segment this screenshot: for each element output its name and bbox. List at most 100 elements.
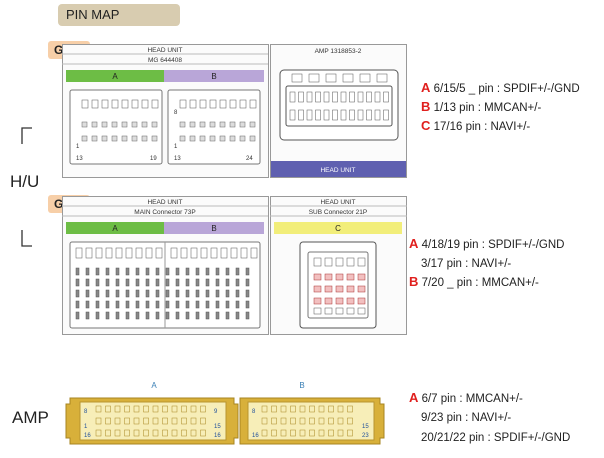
gen5-sub-pin bbox=[335, 297, 344, 305]
gen4-amp-footer: HEAD UNIT bbox=[320, 167, 355, 174]
amp-pin bbox=[105, 405, 111, 413]
gen5-pin bbox=[185, 278, 190, 287]
gen5-pin bbox=[125, 267, 130, 276]
gen4-amp-pin bbox=[340, 91, 347, 103]
gen5-pin bbox=[225, 311, 230, 320]
gen5-pin-a: A 4/18/19 pin : SPDIF+/-/GND bbox=[409, 236, 565, 251]
gen5-sub-pin bbox=[313, 273, 322, 281]
amp-pin bbox=[133, 429, 140, 437]
gen5-latch bbox=[95, 247, 103, 259]
gen5-sub-latch bbox=[313, 257, 322, 267]
gen5-pin bbox=[215, 267, 220, 276]
gen4-a-bottom-right-num: 19 bbox=[150, 156, 157, 162]
gen4-connector-diagram: HEAD UNIT MG 644408 A B 1 13 19 8 1 13 2… bbox=[62, 44, 407, 178]
gen4-a-top-num: 1 bbox=[76, 144, 80, 150]
gen4-b-bottom-right-num: 24 bbox=[246, 156, 253, 162]
amp-pin bbox=[347, 417, 353, 425]
gen5-latch bbox=[155, 247, 163, 259]
hu-label: H/U bbox=[10, 172, 40, 191]
gen5-pin bbox=[115, 311, 120, 320]
gen4-latch bbox=[249, 99, 257, 109]
amp-pin bbox=[162, 429, 168, 437]
gen4-latch bbox=[229, 99, 237, 109]
gen5-pin bbox=[225, 289, 230, 298]
gen5-pin bbox=[155, 311, 160, 320]
gen4-pin bbox=[209, 121, 216, 128]
gen4-pin bbox=[91, 121, 98, 128]
amp-pin bbox=[328, 417, 334, 425]
gen5-pin bbox=[115, 300, 120, 309]
gen4-pin bbox=[81, 121, 88, 128]
gen4-pin bbox=[209, 135, 216, 142]
gen4-pin bbox=[249, 121, 256, 128]
gen5-sub-latch bbox=[335, 307, 344, 315]
gen5-pin bbox=[105, 300, 110, 309]
amp-pin bbox=[133, 405, 140, 413]
gen5-pin bbox=[235, 278, 240, 287]
gen5-pin bbox=[135, 311, 140, 320]
gen5-pin bbox=[145, 278, 150, 287]
gen4-latch bbox=[151, 99, 159, 109]
amp-pin-spdif: 20/21/22 pin : SPDIF+/-/GND bbox=[421, 432, 571, 444]
gen4-amp-pin bbox=[366, 91, 372, 103]
amp-pin bbox=[261, 405, 268, 413]
gen5-pin bbox=[165, 267, 170, 276]
gen5-pin bbox=[225, 267, 230, 276]
gen5-pin bbox=[205, 289, 210, 298]
gen4-amp-pin bbox=[374, 109, 381, 121]
amp-pin bbox=[171, 429, 178, 437]
gen5-pin bbox=[95, 267, 100, 276]
gen5-sub-pin bbox=[357, 297, 366, 305]
gen4-pin bbox=[141, 135, 148, 142]
gen4-pin bbox=[81, 135, 88, 142]
amp-pin bbox=[271, 429, 277, 437]
amp-pin bbox=[290, 417, 296, 425]
gen4-pin-c: C 17/16 pin : NAVI+/- bbox=[421, 118, 531, 133]
gen5-pin bbox=[85, 300, 90, 309]
gen4-amp-pin bbox=[340, 109, 347, 121]
amp-pin-a: A 6/7 pin : MMCAN+/- bbox=[409, 390, 523, 405]
gen4-pin-b: B 1/13 pin : MMCAN+/- bbox=[421, 99, 542, 114]
amp-pin bbox=[337, 405, 344, 413]
gen4-amp-pin bbox=[323, 91, 330, 103]
gen4-pin bbox=[189, 121, 196, 128]
amp-pin bbox=[143, 405, 149, 413]
gen5-sub-latch bbox=[324, 257, 333, 267]
gen5-pin bbox=[125, 289, 130, 298]
amp-pin bbox=[200, 417, 206, 425]
amp-pin bbox=[261, 417, 268, 425]
amp-pin bbox=[105, 429, 111, 437]
amp-label-a: A bbox=[151, 381, 157, 390]
gen5-main-connector: MAIN Connector 73P bbox=[134, 209, 195, 216]
gen4-amp-pin bbox=[383, 109, 389, 121]
gen4-pin bbox=[199, 121, 206, 128]
amp-pin bbox=[280, 405, 287, 413]
gen5-pin bbox=[245, 267, 250, 276]
gen5-pin bbox=[215, 311, 220, 320]
gen4-amp-pin bbox=[315, 109, 321, 121]
amp-label: AMP bbox=[12, 408, 49, 427]
gen4-pin bbox=[219, 135, 226, 142]
amp-pin bbox=[200, 429, 206, 437]
amp-connector-diagram: A B 8 1 16 9 15 16 8 16 15 23 bbox=[65, 381, 385, 445]
gen4-amp-pin bbox=[289, 91, 296, 103]
amp-pin bbox=[171, 417, 178, 425]
amp-a2-br-num: 16 bbox=[214, 433, 221, 439]
gen5-pin bbox=[175, 289, 180, 298]
gen5-latch bbox=[220, 247, 228, 259]
gen5-latch bbox=[85, 247, 93, 259]
amp-pin-navi: 9/23 pin : NAVI+/- bbox=[421, 412, 512, 424]
amp-a-tr-num: 1 bbox=[84, 424, 88, 430]
gen5-tab-c-bar bbox=[274, 222, 402, 234]
gen4-pin bbox=[141, 121, 148, 128]
amp-pin bbox=[124, 429, 130, 437]
gen4-latch bbox=[179, 99, 187, 109]
gen5-pin bbox=[115, 267, 120, 276]
gen4-latch bbox=[189, 99, 197, 109]
gen5-latch bbox=[230, 247, 238, 259]
gen5-pin bbox=[195, 289, 200, 298]
gen4-pin bbox=[121, 135, 128, 142]
gen4-pin bbox=[91, 135, 98, 142]
gen4-amp-pin bbox=[349, 91, 355, 103]
amp-pin bbox=[162, 405, 168, 413]
